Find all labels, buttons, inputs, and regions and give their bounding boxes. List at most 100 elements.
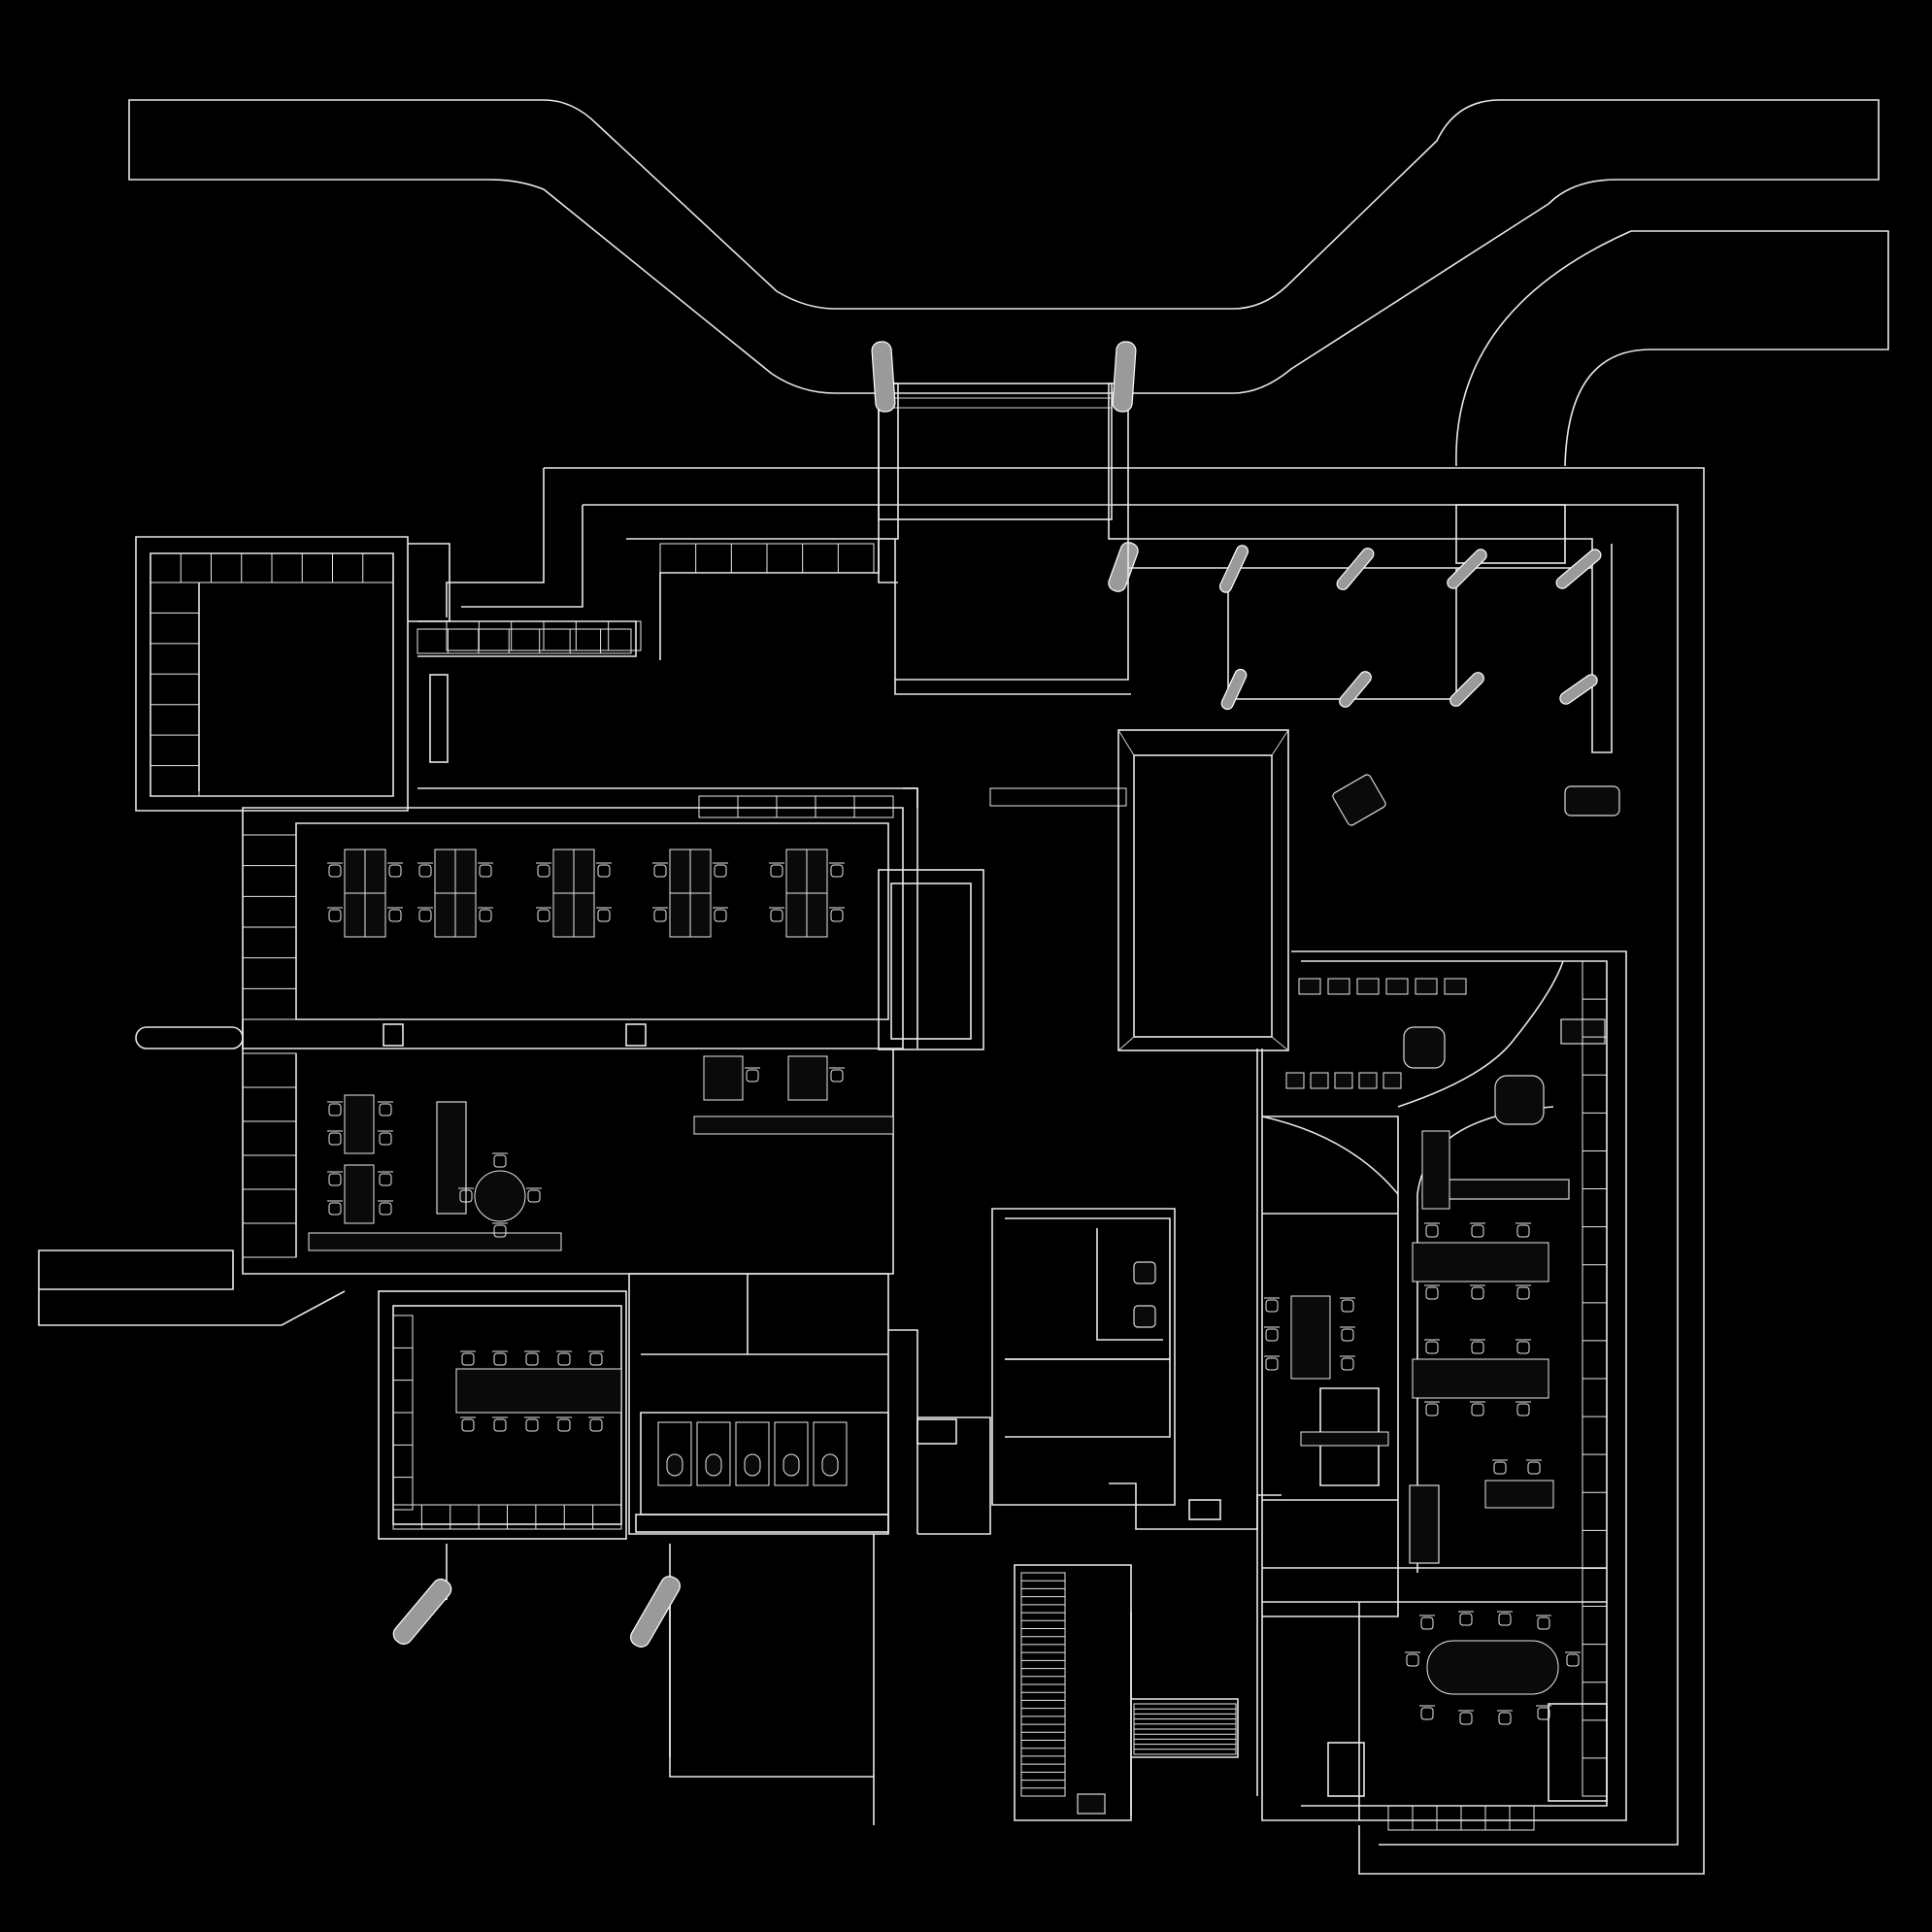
chair-icon (1516, 1341, 1530, 1354)
chair-icon (1537, 1616, 1550, 1630)
chair-icon (493, 1418, 507, 1432)
chair-icon (479, 864, 492, 878)
service-core (916, 1208, 1282, 1821)
toilet-stall (657, 1421, 692, 1486)
column-left-icon (871, 341, 896, 413)
chair-icon (1420, 1616, 1434, 1630)
chair-icon (597, 909, 611, 922)
chair-icon (1471, 1286, 1484, 1300)
oval-meeting-table (1426, 1640, 1559, 1695)
bookshelf (1421, 1130, 1450, 1210)
lounge-seat (1334, 1072, 1353, 1089)
chair-icon (1498, 1613, 1512, 1626)
chair-icon (1425, 1403, 1439, 1416)
meeting-table (455, 1368, 622, 1414)
chair-icon (1265, 1328, 1279, 1342)
chair-icon (653, 909, 667, 922)
chair-icon (589, 1418, 603, 1432)
chair-icon (1516, 1224, 1530, 1238)
chair-icon (1566, 1653, 1580, 1667)
chair-icon (328, 1103, 342, 1116)
pergola-courtyard (1128, 504, 1620, 826)
road-outline (128, 99, 1889, 467)
chair-icon (770, 864, 783, 878)
chair-icon (714, 864, 727, 878)
chair-icon (379, 1132, 392, 1146)
chair-icon (1516, 1403, 1530, 1416)
desk-pod (344, 1094, 375, 1154)
chair-icon (1341, 1357, 1354, 1371)
chair-icon (1527, 1461, 1541, 1475)
chair-icon (1471, 1403, 1484, 1416)
chair-icon (714, 909, 727, 922)
right-wing (1256, 950, 1627, 1821)
chair-icon (589, 1352, 603, 1366)
chair-icon (379, 1103, 392, 1116)
toilet-stall (774, 1421, 809, 1486)
chair-icon (1425, 1286, 1439, 1300)
chair-icon (1498, 1712, 1512, 1725)
chair-icon (1516, 1286, 1530, 1300)
desk-single (703, 1055, 744, 1101)
storage-cabinet (693, 1116, 894, 1135)
toilet-stall (735, 1421, 770, 1486)
chair-icon (1425, 1341, 1439, 1354)
chair-icon (418, 864, 432, 878)
lounge-seat (1444, 978, 1467, 995)
bench (1300, 1431, 1389, 1447)
top-left-block (135, 536, 898, 812)
office-lower-left (38, 1101, 991, 1825)
chair-icon (493, 1224, 507, 1238)
lounge-seat (1310, 1072, 1329, 1089)
desk-row (1412, 1242, 1549, 1282)
chair-icon (770, 909, 783, 922)
chair-icon (1459, 1613, 1473, 1626)
lounge-seat (1356, 978, 1380, 995)
chair-icon (328, 1202, 342, 1216)
desk-single (787, 1055, 828, 1101)
chair-icon (830, 1069, 844, 1083)
toilet-icon (821, 1453, 839, 1477)
toilet-icon (783, 1453, 800, 1477)
chair-icon (1425, 1224, 1439, 1238)
chair-icon (388, 864, 402, 878)
chair-icon (328, 1173, 342, 1186)
generated-details (150, 543, 1608, 1831)
window-strip (698, 795, 894, 818)
chair-icon (1265, 1357, 1279, 1371)
chair-icon (459, 1189, 473, 1203)
desk-pod (344, 1164, 375, 1224)
toilet-icon (666, 1453, 683, 1477)
chair-icon (328, 1132, 342, 1146)
toilet-stall (813, 1421, 848, 1486)
chair-icon (328, 909, 342, 922)
chair-icon (597, 864, 611, 878)
toilet-icon (705, 1453, 722, 1477)
chair-icon (1265, 1299, 1279, 1313)
chair-icon (1341, 1328, 1354, 1342)
chair-icon (1420, 1707, 1434, 1720)
chair-icon (479, 909, 492, 922)
chair-icon (1459, 1712, 1473, 1725)
chair-icon (1471, 1224, 1484, 1238)
chair-icon (1537, 1707, 1550, 1720)
site-boundary (446, 467, 1705, 1875)
lounge-seat (1385, 978, 1409, 995)
chair-icon (379, 1202, 392, 1216)
lounge-seat (1285, 1072, 1305, 1089)
chair-icon (557, 1352, 571, 1366)
lounge-seat (1415, 978, 1438, 995)
chair-icon (1471, 1341, 1484, 1354)
chair-icon (1341, 1299, 1354, 1313)
desk-row (1412, 1358, 1549, 1399)
chair-icon (328, 864, 342, 878)
chair-icon (746, 1069, 759, 1083)
window-strip (989, 787, 1127, 807)
chair-icon (1406, 1653, 1419, 1667)
window-strip (416, 628, 632, 654)
chair-icon (537, 864, 550, 878)
chair-icon (1493, 1461, 1507, 1475)
chair-icon (388, 909, 402, 922)
chair-icon (493, 1352, 507, 1366)
